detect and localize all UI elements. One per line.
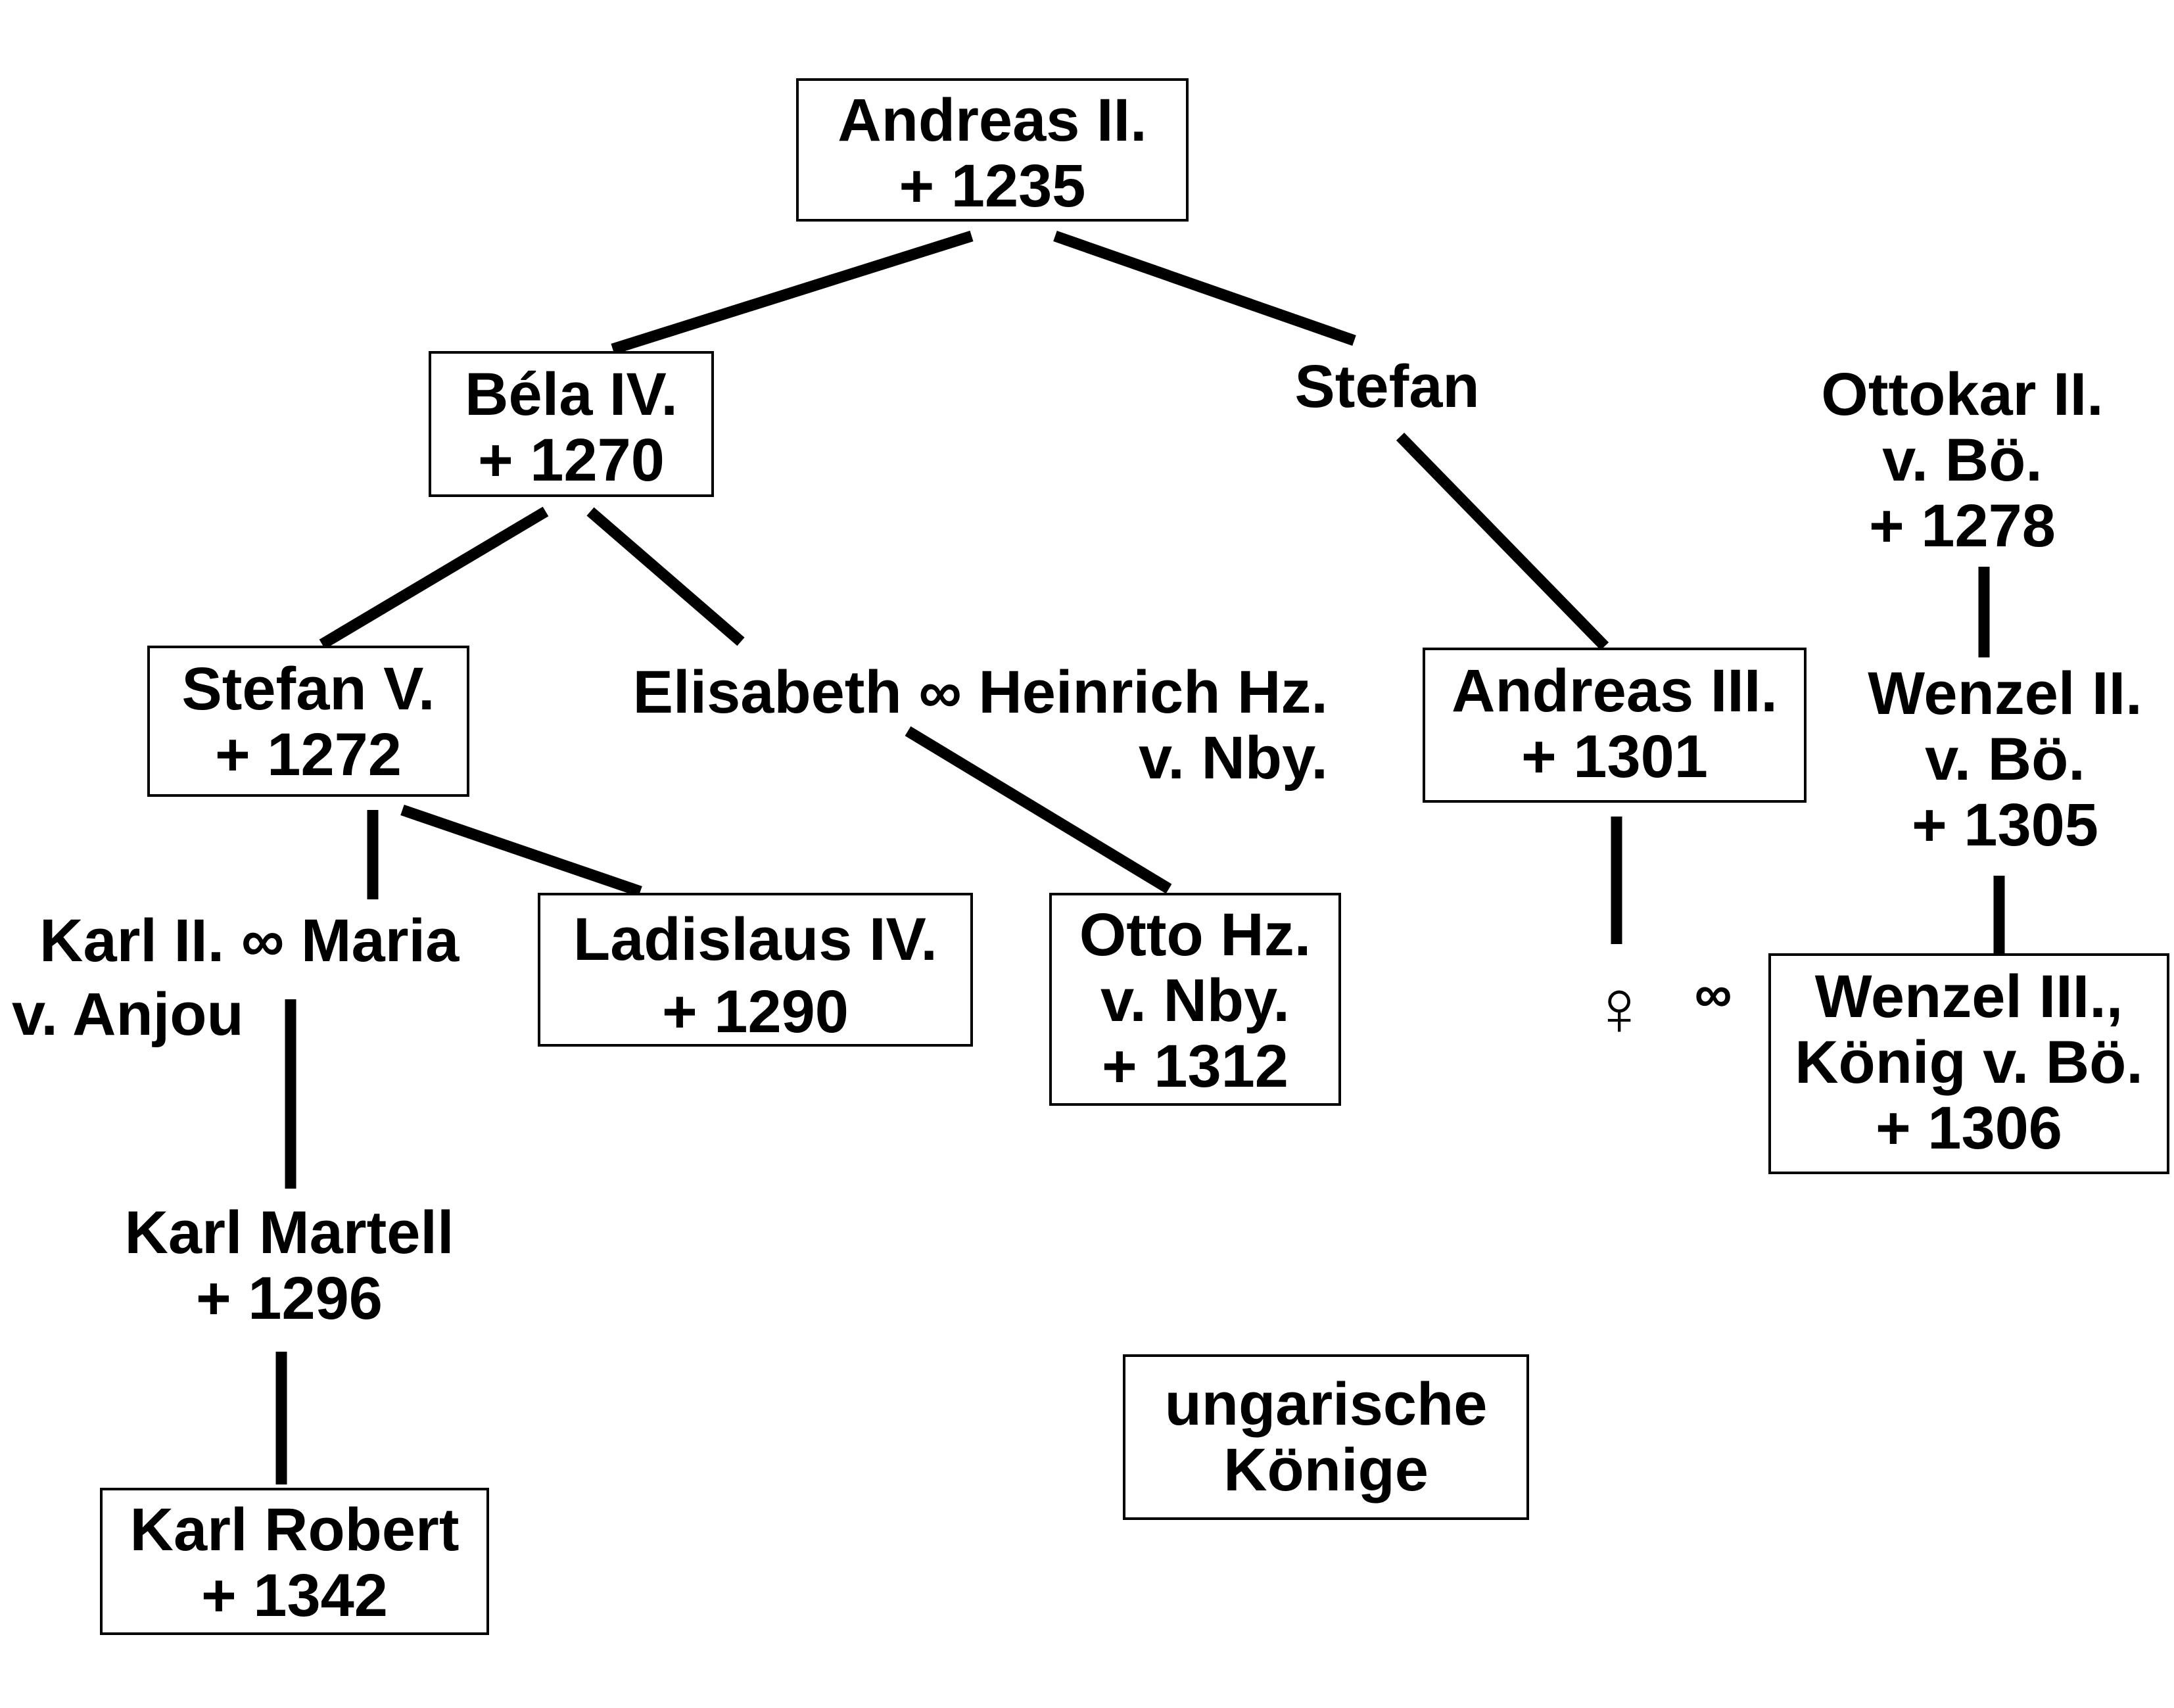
person-andreas-iii: Andreas III. + 1301	[1423, 648, 1807, 803]
person-name: Karl Robert	[130, 1496, 460, 1563]
person-name: Ladislaus IV.	[573, 906, 937, 973]
person-ottokar-ii: Ottokar II. v. Bö. + 1278	[1775, 362, 2150, 559]
marriage-line-2: v. Nby.	[1139, 724, 1328, 792]
person-name: Andreas III.	[1452, 657, 1778, 724]
person-stefan-v: Stefan V. + 1272	[147, 646, 469, 797]
marriage-karl-ii-maria: Karl II. ∞ Maria v. Anjou	[12, 904, 511, 1055]
person-name: Andreas II.	[838, 87, 1147, 154]
person-ladislaus-iv: Ladislaus IV. + 1290	[538, 893, 973, 1047]
person-death: + 1290	[662, 978, 849, 1045]
person-andreas-ii: Andreas II. + 1235	[796, 78, 1189, 222]
marriage-symbol: ∞	[1694, 964, 1732, 1023]
edge-andreas-ii-bela-iv	[611, 230, 974, 355]
person-title: v. Bö.	[1882, 427, 2043, 494]
person-death: + 1278	[1869, 492, 2056, 559]
person-name: Béla IV.	[465, 361, 678, 428]
edge-stefan-v-ladislaus	[400, 804, 642, 897]
person-wenzel-iii: Wenzel III., König v. Bö. + 1306	[1768, 953, 2169, 1174]
person-name: Stefan	[1294, 353, 1480, 420]
person-death: + 1272	[215, 721, 402, 788]
person-title: König v. Bö.	[1795, 1029, 2143, 1096]
legend-hungarian-kings: ungarische Könige	[1123, 1354, 1529, 1520]
person-name: Ottokar II.	[1821, 361, 2104, 428]
legend-line-2: Könige	[1223, 1436, 1429, 1504]
person-karl-robert: Karl Robert + 1342	[100, 1488, 489, 1635]
marriage-elisabeth-heinrich: Elisabeth ∞ Heinrich Hz. v. Nby.	[565, 659, 1328, 791]
person-death: + 1342	[201, 1562, 388, 1629]
person-death: + 1270	[478, 427, 665, 494]
edge-andreas-ii-stefan	[1053, 230, 1356, 346]
person-name: Otto Hz.	[1079, 901, 1311, 968]
person-name: Wenzel II.	[1868, 660, 2142, 727]
person-wenzel-ii: Wenzel II. v. Bö. + 1305	[1834, 661, 2174, 858]
person-otto: Otto Hz. v. Nby. + 1312	[1049, 893, 1341, 1106]
person-name: Wenzel III.,	[1814, 963, 2123, 1030]
legend-line-1: ungarische	[1164, 1371, 1488, 1438]
edge-bela-iv-stefan-v	[319, 506, 549, 650]
edge-stefan-andreas-iii	[1396, 433, 1609, 650]
daughter-symbol: ♀	[1576, 959, 1662, 1070]
marriage-daughter-wenzel-iii: ∞	[1683, 961, 1743, 1027]
person-death: + 1235	[899, 153, 1086, 220]
person-death: + 1312	[1102, 1033, 1288, 1100]
marriage-line-2: v. Anjou	[12, 981, 244, 1048]
person-karl-martell: Karl Martell + 1296	[92, 1200, 486, 1338]
person-name: Karl Martell	[124, 1199, 454, 1266]
female-icon: ♀	[1590, 964, 1649, 1052]
marriage-line-1: Karl II. ∞ Maria	[39, 907, 460, 974]
person-death: + 1306	[1876, 1095, 2062, 1162]
person-stefan: Stefan	[1256, 354, 1519, 426]
person-title: v. Nby.	[1100, 967, 1290, 1034]
marriage-line-1: Elisabeth ∞ Heinrich Hz.	[632, 659, 1328, 726]
person-death: + 1305	[1912, 792, 2098, 859]
edge-bela-iv-elisabeth	[586, 507, 745, 646]
person-name: Stefan V.	[181, 655, 435, 723]
person-death: + 1296	[196, 1265, 383, 1332]
edge-elisabeth-otto	[905, 726, 1172, 894]
person-title: v. Bö.	[1925, 726, 2085, 793]
person-bela-iv: Béla IV. + 1270	[429, 351, 714, 497]
person-death: + 1301	[1521, 723, 1708, 790]
